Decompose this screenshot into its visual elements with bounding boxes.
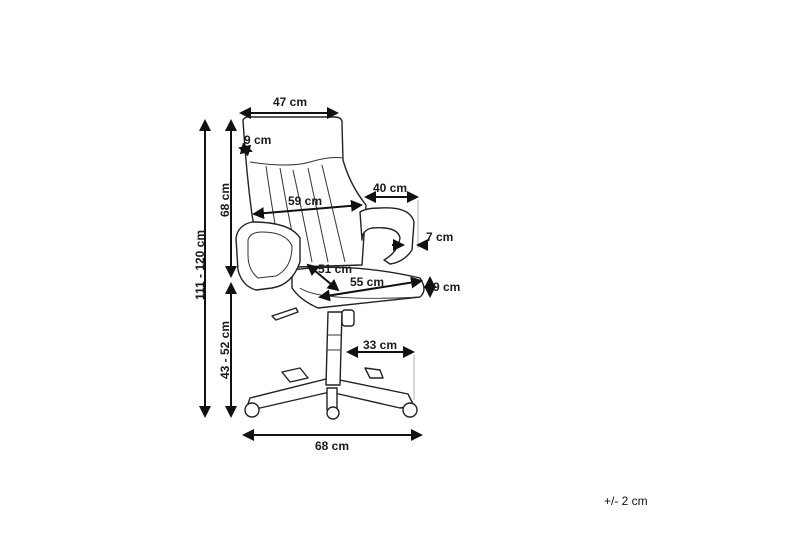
label-seat-width: 55 cm	[350, 275, 384, 289]
label-armrest-width: 7 cm	[426, 230, 453, 244]
label-base-width: 68 cm	[315, 439, 349, 453]
label-seat-depth: 51 cm	[318, 262, 352, 276]
caster-left	[244, 402, 260, 418]
dim-seat-width	[318, 276, 423, 302]
dimension-lines	[199, 107, 436, 441]
right-armrest	[359, 207, 415, 265]
height-lever	[271, 307, 299, 321]
caster-front	[326, 406, 340, 420]
gas-lift	[325, 311, 343, 386]
label-headrest-depth: 9 cm	[244, 133, 271, 147]
label-armrest-length: 40 cm	[373, 181, 407, 195]
label-total-height: 111 - 120 cm	[193, 230, 207, 300]
label-backrest-height: 68 cm	[218, 183, 232, 217]
label-base-radius: 33 cm	[363, 338, 397, 352]
label-seat-thickness: 9 cm	[433, 280, 460, 294]
label-backrest-width: 47 cm	[273, 95, 307, 109]
label-backrest-curve: 59 cm	[288, 194, 322, 208]
left-armrest	[235, 221, 301, 291]
dim-headrest-depth	[238, 142, 253, 157]
dim-backrest-curve	[252, 199, 363, 220]
label-seat-height: 43 - 52 cm	[218, 321, 232, 379]
caster-right	[402, 402, 418, 418]
tolerance-note: +/- 2 cm	[604, 494, 648, 508]
